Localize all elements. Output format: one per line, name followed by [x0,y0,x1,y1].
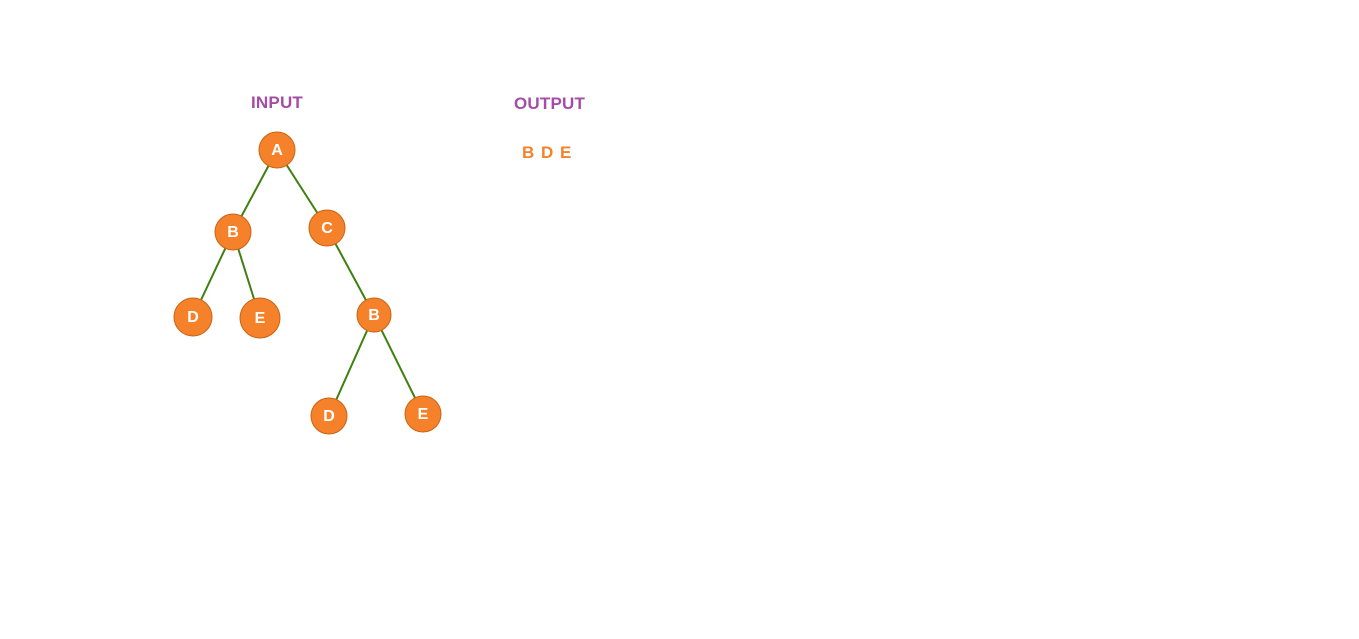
node-circle [356,297,392,333]
nodes-layer: A B C D E B D E [173,131,442,435]
output-heading: OUTPUT [514,94,586,113]
tree-node-b2: B [356,297,392,333]
node-label: E [418,406,429,423]
node-circle [308,209,346,247]
tree-node-a: A [258,131,296,169]
node-label: B [227,224,239,241]
node-circle [214,213,252,251]
node-circle [404,395,442,433]
node-label: C [321,220,333,237]
output-text: B D E [522,143,573,162]
tree-node-b1: B [214,213,252,251]
node-circle [239,297,281,339]
node-label: E [255,310,266,327]
node-label: A [271,142,283,159]
input-heading: INPUT [251,93,303,112]
node-circle [258,131,296,169]
node-label: D [187,309,199,326]
tree-node-e2: E [404,395,442,433]
node-circle [173,297,213,337]
tree-node-d1: D [173,297,213,337]
node-label: D [323,408,335,425]
tree-node-e1: E [239,297,281,339]
tree-node-d2: D [310,397,348,435]
edges-layer [192,149,424,417]
node-label: B [368,307,380,324]
node-circle [310,397,348,435]
tree-node-c: C [308,209,346,247]
